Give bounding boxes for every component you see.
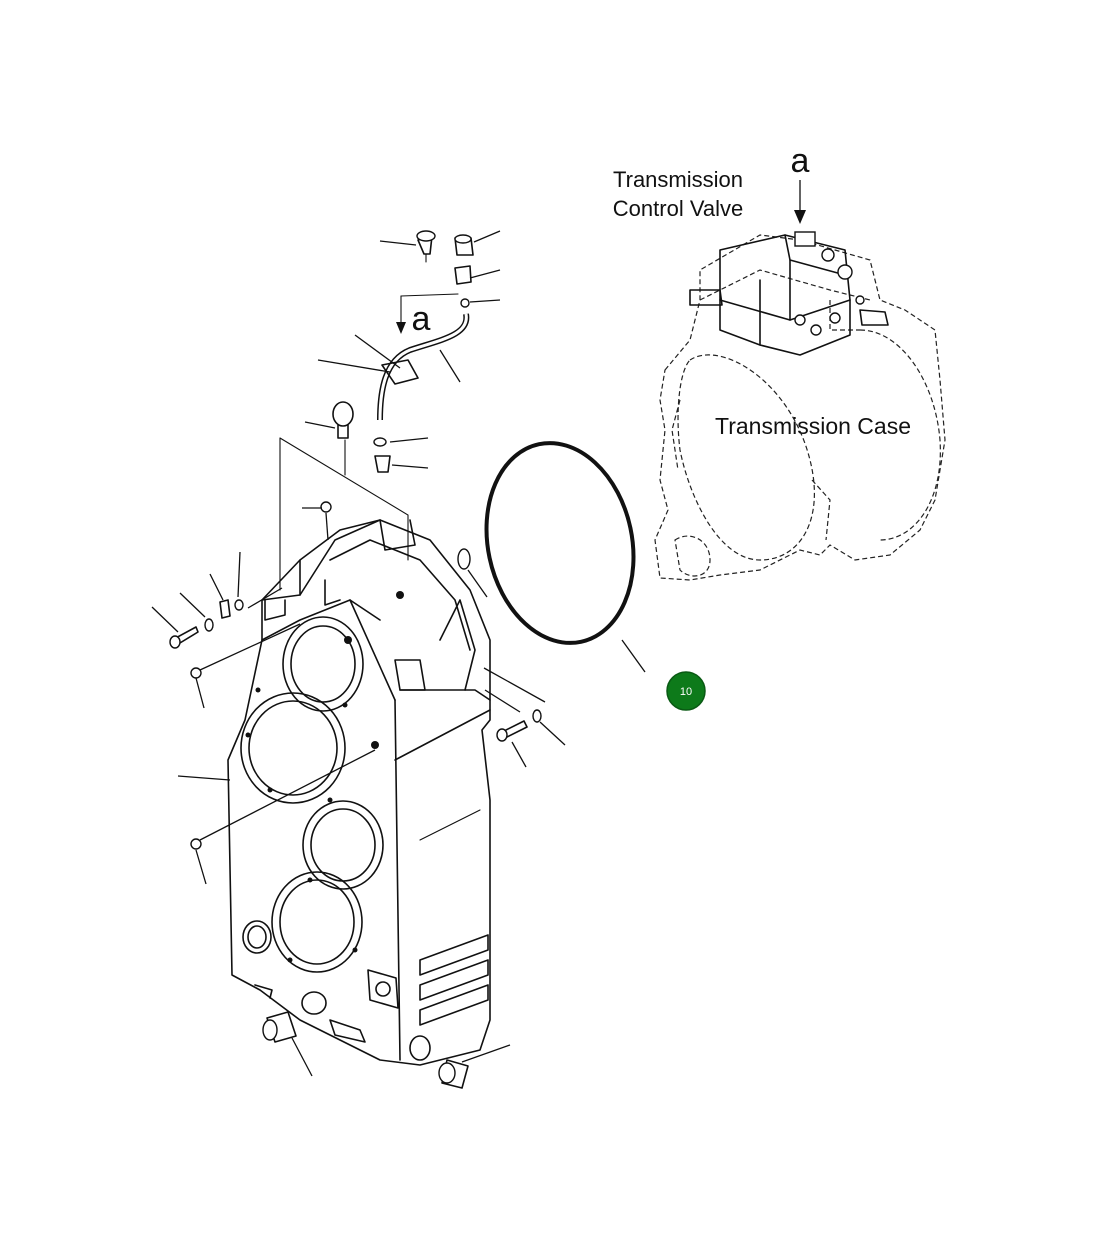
control-valve-body [689, 231, 889, 356]
arrow-a-top: a [791, 142, 810, 224]
callout-10[interactable]: 10 [666, 671, 706, 711]
drain-plug [262, 1011, 313, 1077]
arrow-a-left-label: a [412, 300, 431, 338]
control-valve-label-line2: Control Valve [613, 196, 743, 221]
o-ring-gasket [484, 441, 646, 673]
valve-bolt [829, 312, 841, 324]
small-o-ring [457, 548, 488, 598]
transmission-housing [227, 519, 491, 1066]
drain-plug [438, 1044, 511, 1089]
valve-plug [837, 264, 853, 280]
hose-and-fittings: a [317, 230, 501, 473]
valve-bolt [810, 324, 822, 336]
transmission-case-outline [654, 234, 946, 581]
hardware-bolts [151, 401, 566, 1089]
callout-10-number: 10 [680, 686, 692, 698]
transmission-case-label: Transmission Case [715, 413, 911, 439]
valve-port [794, 231, 816, 247]
valve-bolt [794, 314, 806, 326]
valve-plug [821, 248, 835, 262]
control-valve-label-line1: Transmission [613, 167, 743, 192]
valve-bolt [855, 295, 865, 305]
arrow-a-top-label: a [791, 142, 810, 180]
